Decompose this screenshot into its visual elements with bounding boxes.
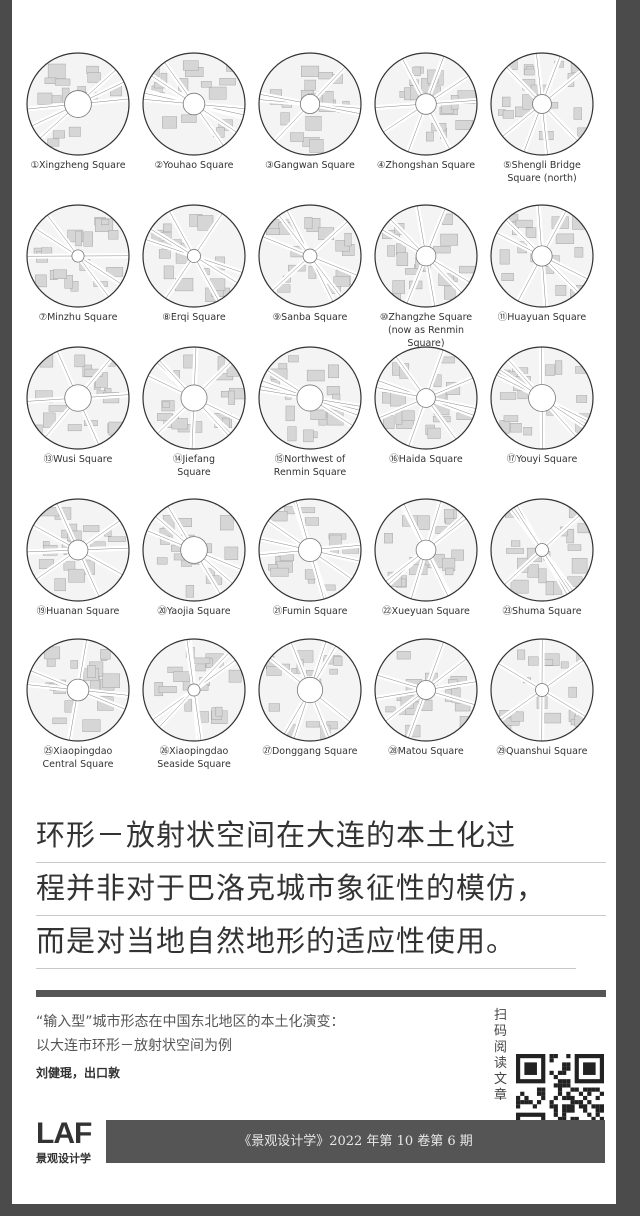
square-map: ⑤Shengli Bridge Square (north)	[484, 52, 600, 185]
scan-label: 扫码阅读文章	[494, 1008, 508, 1103]
quote-line: 而是对当地自然地形的适应性使用。	[36, 918, 576, 969]
square-map: ⑬Wusi Square	[20, 346, 136, 466]
square-map: ㉙Quanshui Square	[484, 638, 600, 758]
street-map-circle	[142, 346, 246, 450]
article-title-line: “输入型”城市形态在中国东北地区的本土化演变：	[36, 1014, 345, 1030]
street-map-circle	[142, 204, 246, 308]
square-label: ⑨Sanba Square	[272, 312, 348, 323]
street-map-circle	[374, 346, 478, 450]
laf-logo-subtitle: 景观设计学	[36, 1152, 91, 1165]
divider	[36, 990, 606, 997]
street-map-circle	[490, 638, 594, 742]
street-map-circle	[142, 498, 246, 602]
square-label: ⑪Huayuan Square	[497, 312, 587, 323]
street-map-circle	[490, 52, 594, 156]
square-label: ㉖Xiaopingdao Seaside Square	[157, 746, 231, 770]
street-map-circle	[258, 52, 362, 156]
square-label: ㉙Quanshui Square	[496, 746, 588, 757]
square-label: ⑧Erqi Square	[162, 312, 226, 323]
square-map: ②Youhao Square	[136, 52, 252, 172]
laf-logo: LAF	[36, 1117, 92, 1150]
square-map: ㉒Xueyuan Square	[368, 498, 484, 618]
square-map: ㉑Fumin Square	[252, 498, 368, 618]
street-map-circle	[374, 498, 478, 602]
square-label: ②Youhao Square	[154, 160, 234, 171]
square-label: ①Xingzheng Square	[30, 160, 126, 171]
street-map-circle	[490, 346, 594, 450]
square-map: ⑩Zhangzhe Square (now as Renmin Square)	[368, 204, 484, 350]
square-label: ⑳Yaojia Square	[157, 606, 231, 617]
square-map: ⑯Haida Square	[368, 346, 484, 466]
street-map-circle	[490, 498, 594, 602]
article-title-line: 以大连市环形－放射状空间为例	[36, 1038, 232, 1054]
street-map-circle	[26, 204, 130, 308]
square-map: ⑧Erqi Square	[136, 204, 252, 324]
square-label: ⑲Huanan Square	[36, 606, 120, 617]
article-authors: 刘健琨，出口敦	[36, 1066, 121, 1080]
square-map: ⑨Sanba Square	[252, 204, 368, 324]
square-map: ㉓Shuma Square	[484, 498, 600, 618]
square-label: ④Zhongshan Square	[376, 160, 476, 171]
square-label: ㉗Donggang Square	[262, 746, 358, 757]
square-map: ①Xingzheng Square	[20, 52, 136, 172]
square-map: ⑪Huayuan Square	[484, 204, 600, 324]
square-map: ⑲Huanan Square	[20, 498, 136, 618]
street-map-circle	[142, 638, 246, 742]
square-label: ⑦Minzhu Square	[38, 312, 118, 323]
street-map-circle	[26, 638, 130, 742]
street-map-circle	[490, 204, 594, 308]
poster	[12, 0, 616, 1204]
street-map-circle	[258, 346, 362, 450]
square-label: ㉒Xueyuan Square	[382, 606, 470, 617]
square-map: ⑳Yaojia Square	[136, 498, 252, 618]
article-title: “输入型”城市形态在中国东北地区的本土化演变： 以大连市环形－放射状空间为例	[36, 1010, 345, 1058]
square-map: ⑮Northwest of Renmin Square	[252, 346, 368, 479]
square-label: ⑩Zhangzhe Square (now as Renmin Square)	[379, 312, 473, 349]
quote-line: 程并非对于巴洛克城市象征性的模仿，	[36, 865, 606, 916]
street-map-circle	[26, 52, 130, 156]
square-label: ㉑Fumin Square	[272, 606, 348, 617]
pull-quote: 环形－放射状空间在大连的本土化过 程并非对于巴洛克城市象征性的模仿， 而是对当地…	[36, 812, 606, 971]
square-map: ㉘Matou Square	[368, 638, 484, 758]
square-label: ③Gangwan Square	[265, 160, 355, 171]
square-label: ㉕Xiaopingdao Central Square	[42, 746, 114, 770]
square-label: ⑰Youyi Square	[506, 454, 578, 465]
square-label: ⑭Jiefang Square	[172, 454, 215, 478]
quote-line: 环形－放射状空间在大连的本土化过	[36, 812, 606, 863]
square-map: ④Zhongshan Square	[368, 52, 484, 172]
square-map: ㉗Donggang Square	[252, 638, 368, 758]
street-map-circle	[374, 204, 478, 308]
square-map: ⑭Jiefang Square	[136, 346, 252, 479]
square-map: ⑰Youyi Square	[484, 346, 600, 466]
street-map-circle	[258, 498, 362, 602]
street-map-circle	[374, 52, 478, 156]
square-map: ㉕Xiaopingdao Central Square	[20, 638, 136, 771]
street-map-circle	[26, 498, 130, 602]
street-map-circle	[258, 638, 362, 742]
street-map-circle	[374, 638, 478, 742]
square-label: ⑤Shengli Bridge Square (north)	[503, 160, 581, 184]
square-label: ⑬Wusi Square	[43, 454, 113, 465]
square-map: ⑦Minzhu Square	[20, 204, 136, 324]
square-map: ③Gangwan Square	[252, 52, 368, 172]
street-map-circle	[258, 204, 362, 308]
square-map: ㉖Xiaopingdao Seaside Square	[136, 638, 252, 771]
square-label: ⑮Northwest of Renmin Square	[273, 454, 347, 478]
journal-footer: 《景观设计学》2022 年第 10 卷第 6 期	[106, 1120, 605, 1163]
square-label: ㉓Shuma Square	[502, 606, 582, 617]
square-label: ㉘Matou Square	[388, 746, 464, 757]
street-map-circle	[26, 346, 130, 450]
street-map-circle	[142, 52, 246, 156]
square-label: ⑯Haida Square	[389, 454, 463, 465]
